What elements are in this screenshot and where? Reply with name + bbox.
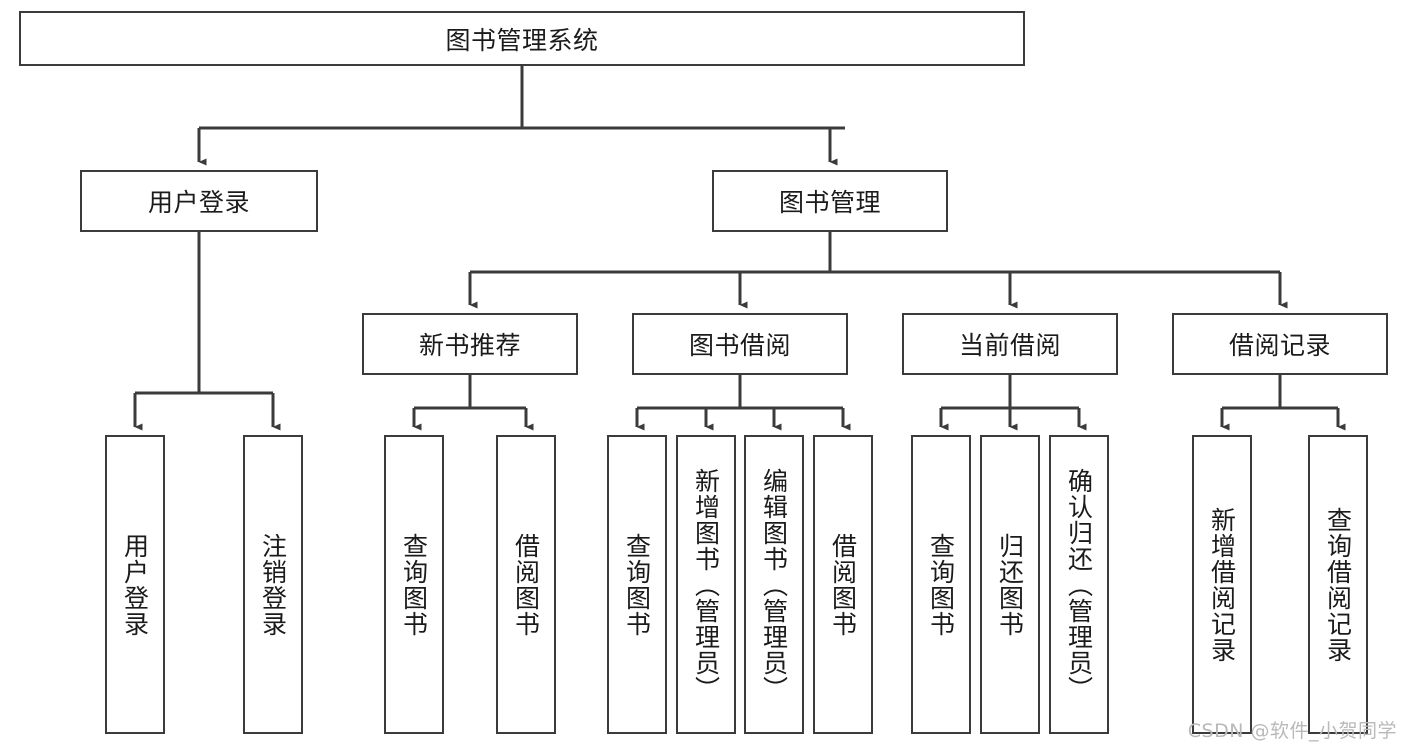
node-leaf-query-record[interactable]: 查询借阅记录: [1308, 435, 1368, 734]
node-leaf-query-book-1[interactable]: 查询图书: [384, 435, 444, 734]
node-book-borrow-label: 图书借阅: [688, 331, 791, 360]
node-leaf-add-book-label: 新增图书（管理员）: [691, 467, 721, 702]
node-root-label: 图书管理系统: [445, 25, 599, 55]
node-leaf-confirm-return-label: 确认归还（管理员）: [1064, 467, 1094, 702]
node-user-login[interactable]: 用户登录: [80, 170, 318, 232]
node-user-login-label: 用户登录: [147, 188, 250, 217]
node-borrow-record[interactable]: 借阅记录: [1172, 313, 1388, 375]
node-leaf-edit-book-label: 编辑图书（管理员）: [759, 467, 789, 702]
node-leaf-borrow-book-1[interactable]: 借阅图书: [496, 435, 556, 734]
node-leaf-borrow-book-1-label: 借阅图书: [511, 532, 541, 637]
node-new-book-recommend[interactable]: 新书推荐: [362, 313, 578, 375]
node-leaf-borrow-book-2-label: 借阅图书: [828, 532, 858, 637]
node-book-management[interactable]: 图书管理: [712, 170, 948, 232]
node-leaf-logout[interactable]: 注销登录: [243, 435, 303, 734]
node-book-management-label: 图书管理: [778, 188, 881, 217]
node-leaf-borrow-book-2[interactable]: 借阅图书: [813, 435, 873, 734]
node-root[interactable]: 图书管理系统: [19, 11, 1025, 66]
node-leaf-query-book-3[interactable]: 查询图书: [911, 435, 971, 734]
node-leaf-add-record[interactable]: 新增借阅记录: [1192, 435, 1252, 734]
node-leaf-query-book-1-label: 查询图书: [399, 532, 429, 637]
node-leaf-query-book-2[interactable]: 查询图书: [607, 435, 667, 734]
node-leaf-return-book-label: 归还图书: [995, 532, 1025, 637]
node-leaf-query-record-label: 查询借阅记录: [1323, 506, 1353, 663]
node-leaf-user-login-label: 用户登录: [120, 532, 150, 637]
node-leaf-user-login[interactable]: 用户登录: [105, 435, 165, 734]
watermark: CSDN @软件_小贺同学: [1187, 720, 1397, 742]
node-leaf-add-book[interactable]: 新增图书（管理员）: [676, 435, 736, 734]
node-borrow-record-label: 借阅记录: [1228, 331, 1331, 360]
node-leaf-return-book[interactable]: 归还图书: [980, 435, 1040, 734]
node-current-borrow[interactable]: 当前借阅: [902, 313, 1118, 375]
node-leaf-edit-book[interactable]: 编辑图书（管理员）: [744, 435, 804, 734]
node-leaf-query-book-3-label: 查询图书: [926, 532, 956, 637]
node-leaf-query-book-2-label: 查询图书: [622, 532, 652, 637]
node-leaf-add-record-label: 新增借阅记录: [1207, 506, 1237, 663]
node-new-book-recommend-label: 新书推荐: [418, 331, 521, 360]
node-book-borrow[interactable]: 图书借阅: [632, 313, 848, 375]
node-leaf-logout-label: 注销登录: [258, 532, 288, 637]
node-current-borrow-label: 当前借阅: [958, 331, 1061, 360]
node-leaf-confirm-return[interactable]: 确认归还（管理员）: [1049, 435, 1109, 734]
